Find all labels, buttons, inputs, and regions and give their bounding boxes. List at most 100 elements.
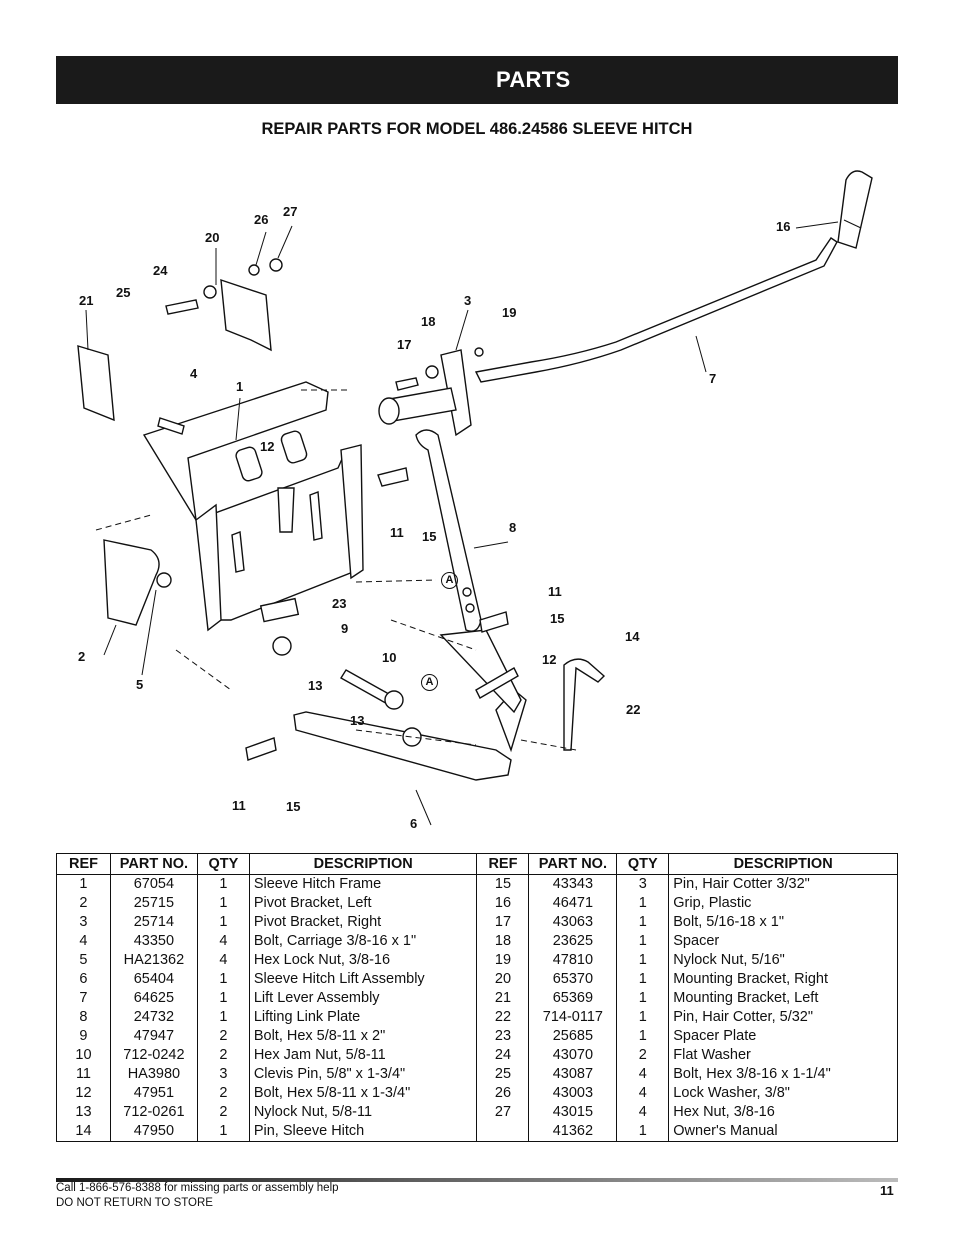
callout-14: 14 [625, 629, 640, 644]
callout-leader [415, 789, 432, 826]
cell-description-2: Pin, Hair Cotter 3/32" [673, 876, 810, 892]
cell-ref: 6 [56, 970, 111, 989]
link-hole [462, 587, 472, 597]
cell-qty-2: 1 [616, 894, 670, 913]
cell-description: Pivot Bracket, Right [249, 913, 478, 932]
lift-lever-drawing [474, 170, 873, 383]
cell-part-no: HA3980 [110, 1065, 198, 1084]
callout-18: 18 [421, 314, 436, 329]
callout-leader [235, 397, 241, 441]
clevis-pin-11-drawing [377, 467, 409, 487]
pin-14-drawing [563, 658, 606, 751]
cell-part-no: 25715 [110, 894, 198, 913]
bolt-12-drawing [277, 487, 295, 533]
clevis-pin-11c-drawing [245, 737, 277, 761]
cell-description: Hex Jam Nut, 5/8-11 [249, 1046, 478, 1065]
cell-qty: 1 [197, 894, 250, 913]
page-subtitle: REPAIR PARTS FOR MODEL 486.24586 SLEEVE … [261, 120, 693, 138]
callout-21: 21 [79, 293, 94, 308]
callout-23: 23 [332, 596, 347, 611]
link-hole [465, 603, 475, 613]
section-header-bar: PARTS [56, 56, 898, 104]
cell-ref-2: 22 [476, 1008, 530, 1027]
header-description: DESCRIPTION [248, 853, 478, 875]
cell-ref-2: 16 [476, 894, 530, 913]
cell-qty-2: 1 [616, 1008, 670, 1027]
cell-part-no-2: 65369 [528, 989, 618, 1008]
cell-qty-2: 4 [616, 1103, 670, 1122]
header-qty: QTY [196, 853, 250, 875]
cell-description: Bolt, Carriage 3/8-16 x 1" [249, 932, 478, 951]
cell-ref-2: 23 [476, 1027, 530, 1046]
callout-24: 24 [153, 263, 168, 278]
callout-2: 2 [78, 649, 86, 664]
cell-qty-2: 2 [616, 1046, 670, 1065]
cell-qty-2: 1 [616, 951, 670, 970]
header-part-no-2: PART NO. [528, 853, 618, 875]
cell-part-no: 67054 [110, 874, 198, 894]
cell-part-no-2: 41362 [528, 1122, 618, 1142]
callout-15c: 15 [286, 799, 301, 814]
cell-description-2: Hex Nut, 3/8-16 [673, 1104, 775, 1120]
washer-24-drawing [203, 285, 217, 299]
cell-part-no: HA21362 [110, 951, 198, 970]
cell-qty-2: 1 [616, 913, 670, 932]
cell-ref: 3 [56, 913, 111, 932]
callout-4: 4 [190, 366, 198, 381]
cell-ref: 14 [56, 1122, 111, 1142]
header-part-no: PART NO. [109, 853, 198, 875]
cell-qty-2: 1 [616, 989, 670, 1008]
callout-25: 25 [116, 285, 131, 300]
cell-description-2: Owner's Manual [673, 1123, 778, 1139]
cell-description: Pin, Sleeve Hitch [249, 1122, 478, 1142]
cell-qty-2: 3 [616, 874, 670, 894]
cell-qty: 1 [197, 1122, 250, 1142]
cell-qty-2: 1 [616, 932, 670, 951]
cell-ref-2: 26 [476, 1084, 530, 1103]
nut-10-drawing [384, 690, 404, 710]
cell-ref: 2 [56, 894, 111, 913]
header-description-2: DESCRIPTION [668, 853, 898, 875]
callout-15b: 15 [550, 611, 565, 626]
cell-description-2: Flat Washer [673, 1047, 751, 1063]
cell-description-2: Bolt, 5/16-18 x 1" [673, 914, 785, 930]
cell-part-no: 47951 [110, 1084, 198, 1103]
cell-ref-2 [476, 1122, 530, 1142]
cell-part-no-2: 43003 [528, 1084, 618, 1103]
cell-description-2: Nylock Nut, 5/16" [673, 952, 785, 968]
cell-qty-2: 1 [616, 970, 670, 989]
page-number: 11 [880, 1183, 894, 1198]
cell-qty: 2 [197, 1027, 250, 1046]
cell-description-2: Mounting Bracket, Right [673, 971, 829, 987]
pivot-assembly-drawing [378, 347, 484, 437]
header-qty-2: QTY [616, 853, 670, 875]
cell-ref: 8 [56, 1008, 111, 1027]
cell-qty: 1 [197, 970, 250, 989]
footer-help-line: Call 1-866-576-8388 for missing parts or… [56, 1182, 339, 1194]
cell-part-no-2: 43343 [528, 874, 618, 894]
callout-22: 22 [626, 702, 641, 717]
cell-part-no: 65404 [110, 970, 198, 989]
cell-part-no-2: 65370 [528, 970, 618, 989]
cell-part-no: 47947 [110, 1027, 198, 1046]
callout-leader [103, 624, 117, 656]
cell-qty: 1 [197, 989, 250, 1008]
cell-part-no-2: 25685 [528, 1027, 618, 1046]
header-ref-2: REF [476, 853, 530, 875]
callout-11c: 11 [232, 798, 246, 813]
bolt-4-drawing [157, 417, 185, 435]
callout-20: 20 [205, 230, 220, 245]
callout-12b: 12 [542, 652, 557, 667]
cell-description: Sleeve Hitch Frame [249, 874, 478, 894]
alignment-line [355, 729, 477, 746]
cell-qty-2: 4 [616, 1084, 670, 1103]
cell-qty: 2 [197, 1084, 250, 1103]
